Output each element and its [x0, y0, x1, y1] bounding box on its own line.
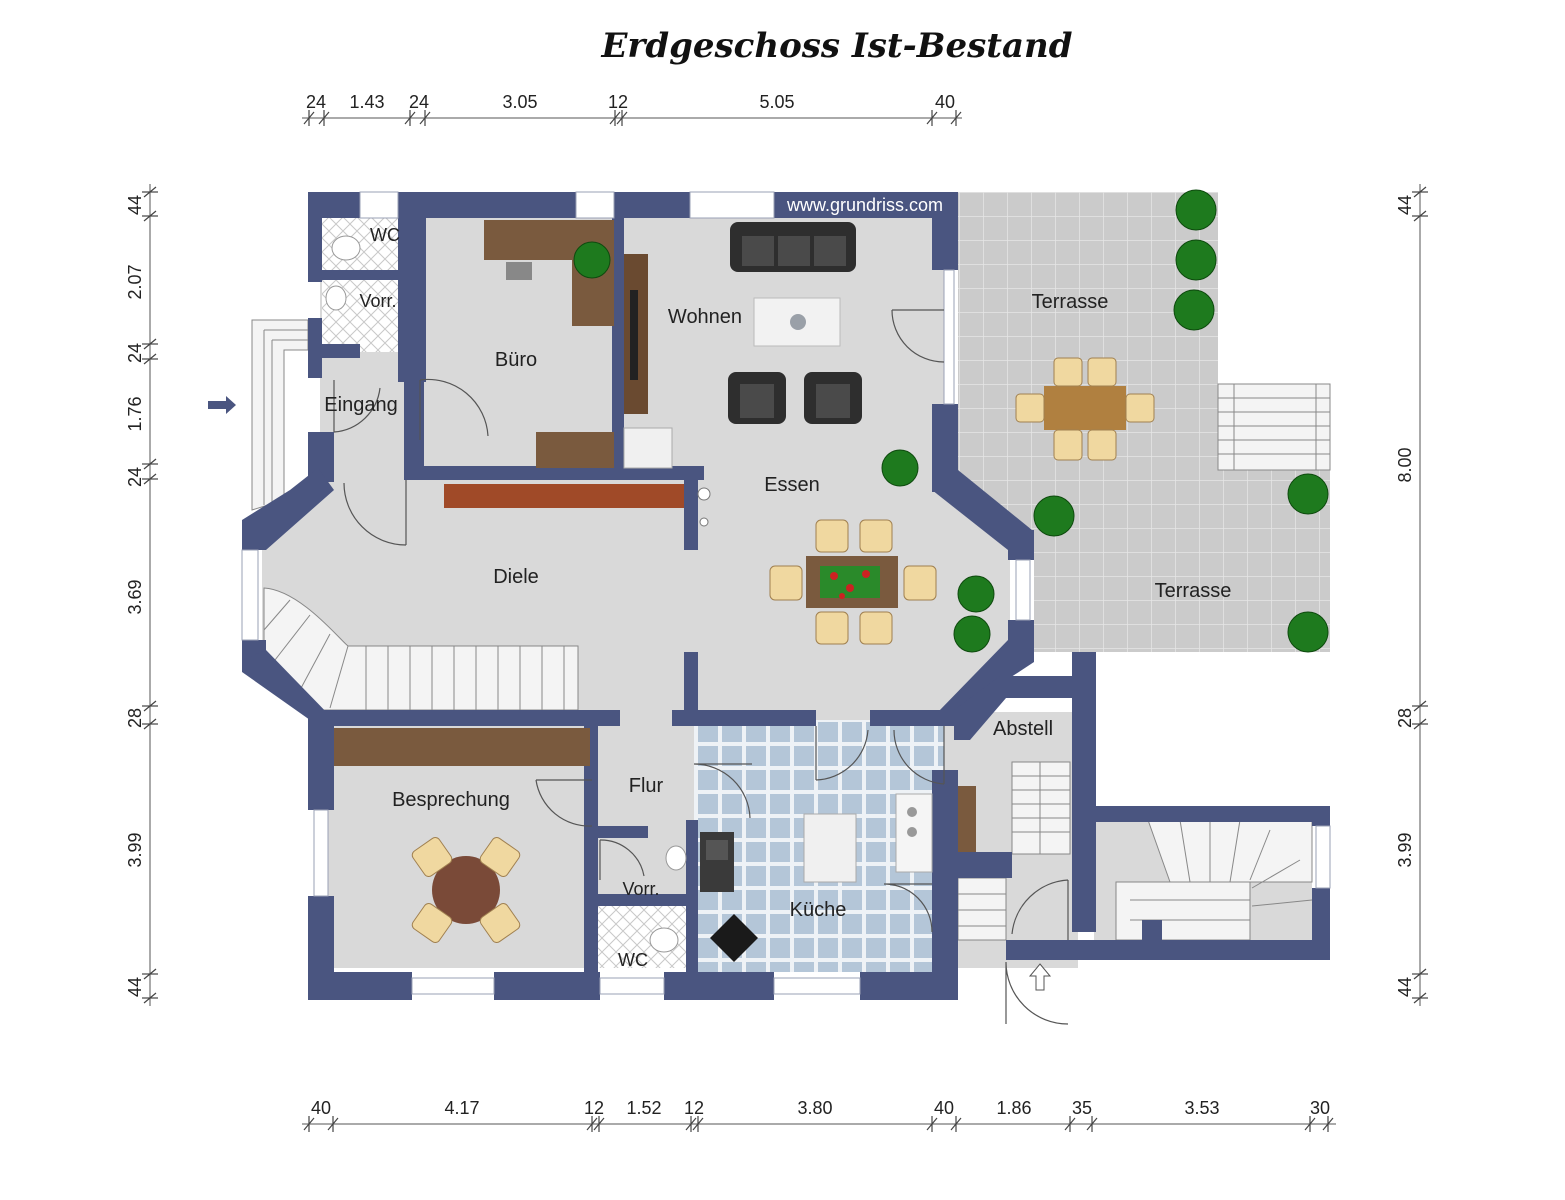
plant-icon — [573, 241, 611, 279]
room-label-terrasse-upper: Terrasse — [1032, 291, 1109, 313]
dim-bottom-11: 30 — [1310, 1098, 1330, 1118]
dim-bottom-3: 12 — [584, 1098, 604, 1118]
dim-left-9: 44 — [125, 977, 145, 997]
besprechung-cabinet — [334, 728, 590, 766]
room-label-abstell: Abstell — [993, 718, 1053, 740]
sofa — [730, 222, 856, 272]
diele-sideboard — [444, 484, 684, 508]
cellar-staircase-right — [1115, 819, 1313, 941]
room-label-kueche: Küche — [790, 899, 847, 921]
dim-bottom-10: 3.53 — [1184, 1098, 1219, 1118]
kitchen-island — [803, 813, 857, 883]
dim-bottom-4: 1.52 — [626, 1098, 661, 1118]
room-label-flur: Flur — [629, 775, 664, 797]
room-label-terrasse-lower: Terrasse — [1155, 580, 1232, 602]
terrace-table — [1015, 357, 1155, 461]
dim-top-4: 3.05 — [502, 92, 537, 112]
dim-bottom-1: 40 — [311, 1098, 331, 1118]
dim-left-5: 24 — [125, 467, 145, 487]
sink-top — [325, 285, 347, 311]
windows — [241, 191, 1331, 995]
dim-top-2: 1.43 — [349, 92, 384, 112]
walls — [242, 192, 1330, 1000]
dim-bottom-7: 40 — [934, 1098, 954, 1118]
cooktop — [710, 914, 758, 962]
room-label-wohnen: Wohnen — [668, 306, 742, 328]
entry-steps-bottom — [957, 877, 1007, 941]
dim-left-8: 3.99 — [125, 832, 145, 867]
entrance-steps — [251, 319, 309, 511]
room-label-besprechung: Besprechung — [392, 789, 510, 811]
cellar-staircase-left — [1011, 761, 1071, 855]
dim-top-1: 24 — [306, 92, 326, 112]
dim-bottom-2: 4.17 — [444, 1098, 479, 1118]
dim-bottom-9: 35 — [1072, 1098, 1092, 1118]
entrance-arrow-icon — [208, 396, 236, 414]
dim-right-3: 28 — [1395, 708, 1415, 728]
plants — [573, 189, 1329, 653]
top-dimension-chain: 24 1.43 24 3.05 12 5.05 40 — [302, 92, 962, 126]
toilet-top — [331, 235, 361, 261]
furniture — [325, 220, 1155, 962]
plant-icon — [1175, 189, 1217, 231]
room-label-vorr-bottom: Vorr. — [622, 879, 659, 899]
dim-left-2: 2.07 — [125, 264, 145, 299]
dim-left-6: 3.69 — [125, 579, 145, 614]
dim-right-2: 8.00 — [1395, 447, 1415, 482]
right-dimension-chain: 44 8.00 28 3.99 44 — [1395, 184, 1428, 1006]
dim-left-1: 44 — [125, 195, 145, 215]
room-label-essen: Essen — [764, 474, 820, 496]
dim-left-7: 28 — [125, 708, 145, 728]
dim-right-4: 3.99 — [1395, 832, 1415, 867]
plant-icon — [957, 575, 995, 613]
office-cabinet — [536, 432, 614, 468]
dim-right-5: 44 — [1395, 977, 1415, 997]
left-dimension-chain: 44 2.07 24 1.76 24 3.69 28 3.99 44 — [125, 184, 158, 1006]
plant-icon — [1173, 289, 1215, 331]
terrace-lower — [1034, 470, 1330, 652]
plant-icon — [1033, 495, 1075, 537]
plan-title: Erdgeschoss Ist-Bestand — [601, 26, 1073, 66]
room-label-buero: Büro — [495, 349, 537, 371]
dim-bottom-8: 1.86 — [996, 1098, 1031, 1118]
room-label-wc-top: WC — [370, 225, 400, 245]
watermark: www.grundriss.com — [786, 195, 943, 215]
doors — [333, 309, 1069, 1025]
round-table — [411, 836, 521, 944]
room-label-wc-bottom: WC — [618, 950, 648, 970]
entrance-up-arrow-icon — [1028, 963, 1052, 991]
sink-bottom — [665, 845, 687, 871]
dim-top-7: 40 — [935, 92, 955, 112]
dim-top-5: 12 — [608, 92, 628, 112]
dim-bottom-5: 12 — [684, 1098, 704, 1118]
plant-icon — [1287, 473, 1329, 515]
room-label-vorr-top: Vorr. — [359, 291, 396, 311]
dining-table — [769, 519, 937, 645]
dim-bottom-6: 3.80 — [797, 1098, 832, 1118]
plant-icon — [881, 449, 919, 487]
room-label-diele: Diele — [493, 566, 539, 588]
room-label-eingang: Eingang — [324, 394, 397, 416]
plant-icon — [953, 615, 991, 653]
dim-top-6: 5.05 — [759, 92, 794, 112]
plant-icon — [1175, 239, 1217, 281]
dim-left-3: 24 — [125, 343, 145, 363]
plant-icon — [1287, 611, 1329, 653]
bottom-dimension-chain: 40 4.17 12 1.52 12 3.80 40 1.86 35 3.53 … — [302, 1098, 1336, 1132]
dim-right-1: 44 — [1395, 195, 1415, 215]
dim-top-3: 24 — [409, 92, 429, 112]
main-staircase — [263, 587, 579, 711]
exterior-stairs — [1217, 383, 1331, 471]
toilet-bottom — [649, 927, 679, 953]
dim-left-4: 1.76 — [125, 396, 145, 431]
